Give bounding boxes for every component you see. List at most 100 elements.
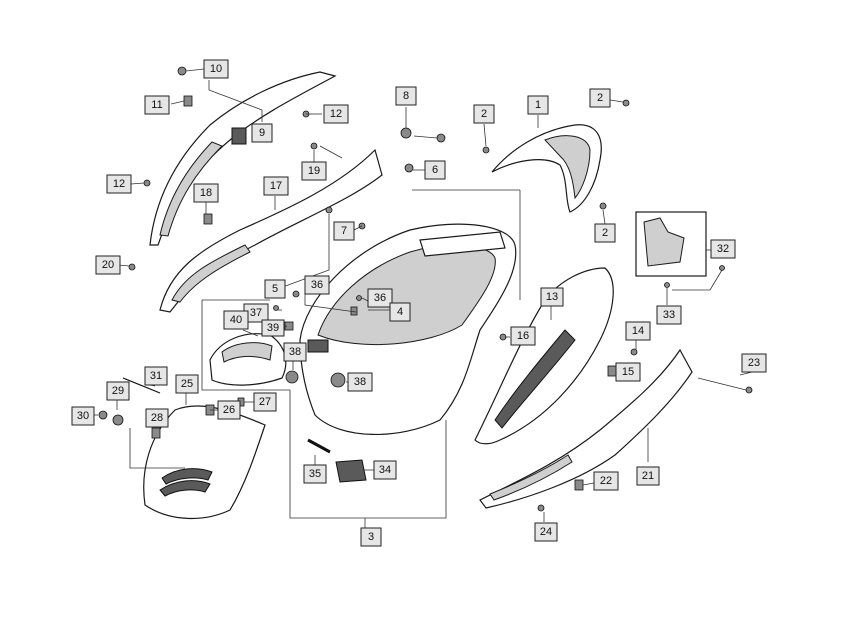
svg-text:1: 1 [535, 99, 541, 111]
svg-text:9: 9 [259, 127, 265, 139]
svg-text:33: 33 [663, 309, 675, 321]
svg-text:27: 27 [259, 396, 271, 408]
latch-part-34 [335, 459, 367, 483]
leader-lines [93, 68, 753, 522]
svg-text:36: 36 [311, 279, 323, 291]
svg-text:34: 34 [379, 464, 391, 476]
part-label-25: 25 [175, 374, 199, 394]
small-cover-part-32 [635, 211, 707, 277]
svg-text:32: 32 [717, 243, 729, 255]
part-label-38-top: 38 [283, 342, 307, 362]
part-label-14: 14 [625, 321, 651, 341]
part-label-2-top-right: 2 [589, 88, 611, 108]
assembly-bracket-3 [201, 189, 521, 528]
svg-text:28: 28 [151, 412, 163, 424]
part-label-17: 17 [263, 176, 289, 196]
svg-text:4: 4 [397, 306, 403, 318]
part-label-36-right: 36 [367, 288, 393, 308]
svg-text:29: 29 [112, 385, 124, 397]
part-label-18: 18 [193, 183, 219, 203]
svg-text:21: 21 [642, 470, 654, 482]
svg-text:35: 35 [309, 468, 321, 480]
svg-text:15: 15 [622, 366, 634, 378]
part-label-4: 4 [389, 302, 411, 322]
part-label-16: 16 [510, 326, 536, 346]
part-label-40: 40 [223, 310, 249, 330]
tray-part-40 [209, 333, 287, 386]
part-label-37: 37 [243, 303, 269, 323]
pin-part-35 [307, 438, 331, 454]
svg-text:2: 2 [481, 108, 487, 120]
svg-text:12: 12 [113, 178, 125, 190]
part-label-5: 5 [264, 279, 286, 299]
part-label-15: 15 [615, 362, 641, 382]
svg-text:26: 26 [223, 404, 235, 416]
part-label-12-top: 12 [323, 104, 349, 124]
svg-text:3: 3 [368, 531, 374, 543]
part-label-13: 13 [540, 287, 564, 307]
svg-text:37: 37 [250, 307, 262, 319]
part-label-10: 10 [203, 59, 229, 79]
part-label-20: 20 [95, 255, 121, 275]
svg-text:17: 17 [270, 180, 282, 192]
svg-text:10: 10 [210, 63, 222, 75]
part-label-7: 7 [333, 221, 355, 241]
storage-bin-part-3 [299, 223, 517, 435]
part-label-1: 1 [527, 95, 549, 115]
part-label-2-bottom-right: 2 [594, 223, 616, 243]
part-label-19: 19 [301, 161, 327, 181]
svg-text:2: 2 [597, 92, 603, 104]
svg-text:12: 12 [330, 108, 342, 120]
svg-text:40: 40 [230, 314, 242, 326]
part-label-2-left: 2 [473, 104, 495, 124]
part-label-28: 28 [145, 408, 169, 428]
svg-text:6: 6 [432, 164, 438, 176]
part-label-35: 35 [303, 464, 327, 484]
part-label-12-left: 12 [106, 174, 132, 194]
svg-text:36: 36 [374, 292, 386, 304]
part-label-31: 31 [144, 366, 168, 386]
part-label-39: 39 [261, 319, 285, 337]
svg-text:20: 20 [102, 259, 114, 271]
part-label-32: 32 [710, 239, 736, 259]
svg-text:14: 14 [632, 325, 644, 337]
svg-text:38: 38 [354, 376, 366, 388]
hardware-fasteners [98, 66, 753, 512]
svg-text:19: 19 [308, 165, 320, 177]
part-label-8: 8 [395, 86, 417, 106]
svg-text:30: 30 [77, 410, 89, 422]
svg-text:16: 16 [517, 330, 529, 342]
part-label-38-bottom: 38 [347, 372, 373, 392]
svg-text:8: 8 [403, 90, 409, 102]
grab-handle-part-1 [491, 124, 602, 213]
svg-text:39: 39 [267, 322, 279, 334]
svg-text:11: 11 [151, 99, 162, 111]
svg-text:22: 22 [600, 475, 612, 487]
part-label-30: 30 [71, 406, 95, 426]
svg-text:24: 24 [540, 526, 552, 538]
svg-text:5: 5 [272, 283, 278, 295]
svg-text:2: 2 [602, 227, 608, 239]
part-label-22: 22 [593, 471, 619, 491]
part-label-34: 34 [373, 460, 397, 480]
side-skirt-part-21 [479, 348, 693, 509]
part-label-33: 33 [656, 305, 682, 325]
side-panel-part-13 [474, 267, 614, 445]
svg-text:13: 13 [546, 291, 558, 303]
svg-text:7: 7 [341, 225, 347, 237]
leg-shield-part-25 [143, 405, 266, 519]
part-label-36-left: 36 [304, 275, 330, 295]
part-label-6: 6 [424, 160, 446, 180]
part-label-11: 11 [144, 95, 170, 115]
side-rail-part-9 [149, 71, 337, 246]
svg-text:38: 38 [289, 346, 301, 358]
svg-text:31: 31 [150, 370, 162, 382]
svg-text:18: 18 [200, 187, 212, 199]
side-trim-part-17 [159, 148, 383, 313]
svg-text:25: 25 [181, 378, 193, 390]
part-label-23: 23 [741, 353, 767, 373]
part-label-3: 3 [360, 527, 382, 547]
part-label-29: 29 [106, 381, 130, 401]
part-label-24: 24 [534, 522, 558, 542]
svg-text:23: 23 [748, 357, 760, 369]
